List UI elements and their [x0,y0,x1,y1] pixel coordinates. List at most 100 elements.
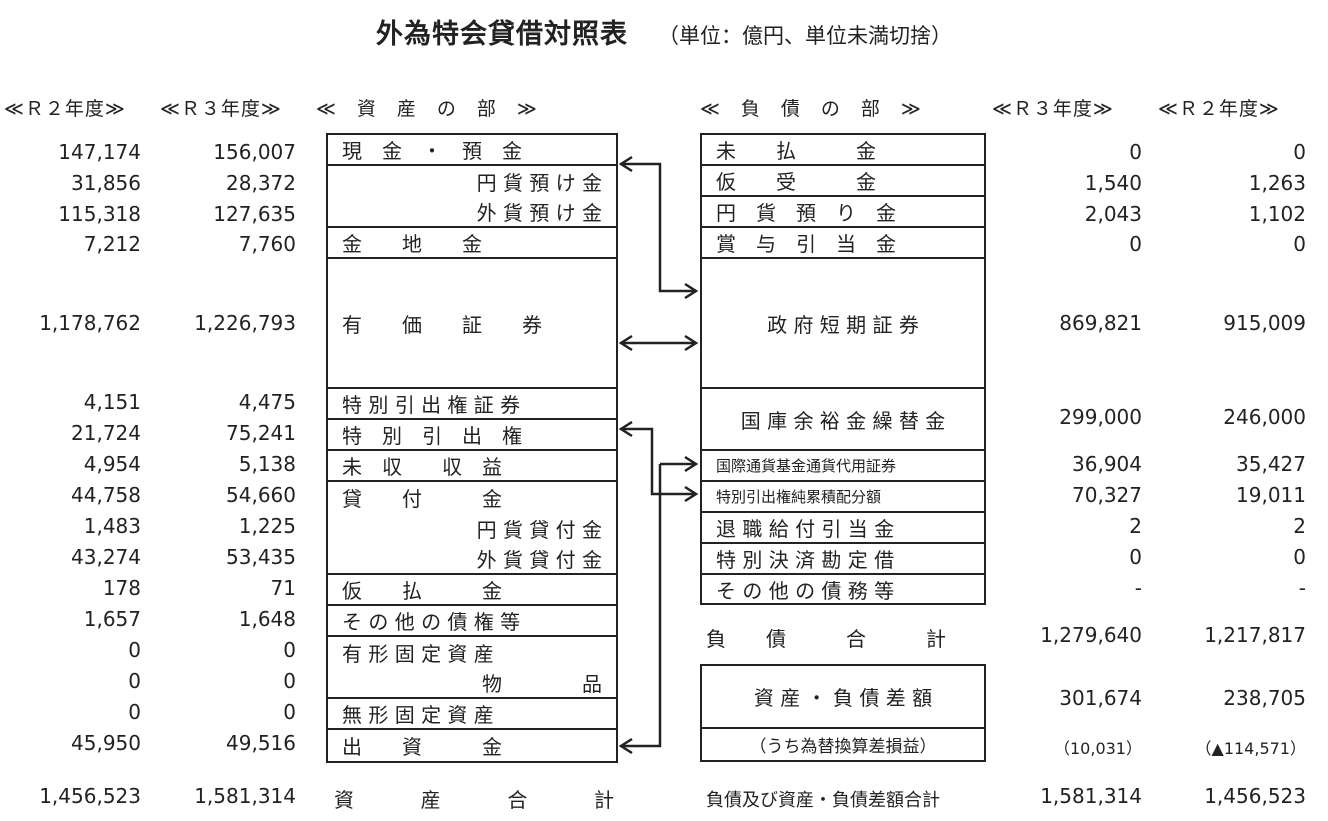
header-right-r3: ≪Ｒ３年度≫ [992,98,1114,120]
liability-r3-value: 0 [1129,545,1142,569]
asset-subrow: 物 品 [328,668,616,699]
asset-subrow: 外 貨 貸 付 金 [328,544,616,575]
asset-row: 金 地 金 [328,228,616,259]
asset-subrow: 外 貨 預 け 金 [328,197,616,228]
liability-r2-value: 19,011 [1236,483,1306,507]
liability-r2-value: - [1298,576,1306,600]
asset-subrow: 円 貨 預 け 金 [476,171,602,195]
connector-line [622,162,695,293]
liabilities-table: 未 払 金 仮 受 金 円 貨 預 り 金 賞 与 引 当 金 政 府 短 期 … [700,133,986,605]
asset-r2-value: 45,950 [71,731,141,755]
liability-r2-value: 1,263 [1248,171,1306,195]
asset-subrow: 円 貨 貸 付 金 [476,518,602,542]
arrowhead-icon [684,485,699,503]
asset-r2-value: 4,151 [83,390,141,414]
asset-r3-value: 1,648 [238,607,296,631]
asset-r3-value: 0 [283,669,296,693]
page-title: 外為特会貸借対照表 （単位：億円、単位未満切捨） [0,12,1328,51]
asset-r2-value: 147,174 [58,140,141,164]
liability-row: 仮 受 金 [702,166,984,197]
asset-row: そ の 他 の 債 権 等 [328,606,616,637]
asset-row: 特 別 引 出 権 証 券 [328,389,616,420]
liability-r3-value: 36,904 [1072,452,1142,476]
asset-r3-value: 4,475 [238,390,296,414]
liabilities-total-r2: 1,217,817 [1204,623,1306,647]
assets-total-label: 資 産 合 計 [334,788,614,812]
header-left-r3: ≪Ｒ３年度≫ [160,98,282,120]
liabilities-total-label: 負 債 合 計 [706,627,946,651]
liability-r2-value: 0 [1293,232,1306,256]
asset-r2-value: 7,212 [83,232,141,256]
asset-r2-value: 0 [128,669,141,693]
liability-r2-value: 2 [1293,514,1306,538]
liability-row: 政 府 短 期 証 券 [702,259,984,389]
header-left-r2: ≪Ｒ２年度≫ [4,98,126,120]
asset-row: 貸 付 金 [342,487,502,511]
asset-row: 現 金 ・ 預 金 [328,135,616,166]
assets-total-r2: 1,456,523 [39,784,141,808]
asset-r2-value: 0 [128,700,141,724]
arrowhead-icon [684,282,699,300]
liability-r2-value: 915,009 [1223,311,1306,335]
asset-row: 無 形 固 定 資 産 [328,699,616,730]
asset-r2-value: 44,758 [71,483,141,507]
asset-r3-value: 127,635 [213,202,296,226]
liability-r3-value: 2 [1129,514,1142,538]
grand-total-r3: 1,581,314 [1040,784,1142,808]
asset-r3-value: 49,516 [226,731,296,755]
liability-r3-value: 70,327 [1072,483,1142,507]
asset-r2-value: 4,954 [83,452,141,476]
liability-r2-value: 0 [1293,140,1306,164]
asset-row: 未 収 収 益 [328,451,616,482]
liability-r3-value: - [1134,576,1142,600]
asset-r2-value: 115,318 [58,202,141,226]
liability-row: 円 貨 預 り 金 [702,197,984,228]
asset-r3-value: 75,241 [226,421,296,445]
arrowhead-icon [618,737,633,755]
assets-total-r3: 1,581,314 [194,784,296,808]
asset-row: 特 別 引 出 権 [328,420,616,451]
liability-row: 国 庫 余 裕 金 繰 替 金 [702,389,984,451]
fx-gain-loss-r2: （▲114,571） [1195,739,1306,758]
liability-row: 国際通貨基金通貨代用証券 [702,451,984,482]
liability-r2-value: 35,427 [1236,452,1306,476]
liability-r2-value: 246,000 [1223,405,1306,429]
asset-r2-value: 178 [102,576,141,600]
arrowhead-icon [684,455,699,473]
asset-r3-value: 156,007 [213,140,296,164]
asset-r2-value: 43,274 [71,545,141,569]
net-assets-r2: 238,705 [1223,686,1306,710]
arrowhead-icon [618,420,633,438]
liability-r3-value: 1,540 [1084,171,1142,195]
net-assets-table: 資 産 ・ 負 債 差 額 （うち為替換算差損益） [700,664,986,762]
asset-r3-value: 1,225 [238,514,296,538]
liability-r3-value: 2,043 [1084,202,1142,226]
asset-r3-value: 71 [270,576,296,600]
liability-r2-value: 1,102 [1248,202,1306,226]
asset-r3-value: 54,660 [226,483,296,507]
asset-row: 有 価 証 券 [328,259,616,389]
asset-r3-value: 5,138 [238,452,296,476]
liability-row: 賞 与 引 当 金 [702,228,984,259]
liability-row: 退 職 給 付 引 当 金 [702,513,984,544]
title-main: 外為特会貸借対照表 [376,19,628,50]
asset-row: 仮 払 金 [328,575,616,606]
liability-r3-value: 869,821 [1059,311,1142,335]
asset-r3-value: 53,435 [226,545,296,569]
grand-total-label: 負債及び資産・負債差額合計 [706,790,940,811]
liability-r3-value: 299,000 [1059,405,1142,429]
arrowhead-icon [618,334,633,352]
asset-r3-value: 1,226,793 [194,311,296,335]
unit-note: （単位：億円、単位未満切捨） [658,24,952,48]
connector-line [622,464,662,748]
arrowhead-icon [618,155,633,173]
liability-row: 未 払 金 [702,135,984,166]
asset-r3-value: 7,760 [238,232,296,256]
net-assets-r3: 301,674 [1059,686,1142,710]
liability-row: 特 別 決 済 勘 定 借 [702,544,984,575]
header-assets: ≪ 資 産 の 部 ≫ [316,98,538,120]
assets-table: 現 金 ・ 預 金 円 貨 預 け 金 外 貨 預 け 金 金 地 金 有 価 … [326,133,618,763]
liability-row: そ の 他 の 債 務 等 [716,578,895,603]
asset-r2-value: 21,724 [71,421,141,445]
